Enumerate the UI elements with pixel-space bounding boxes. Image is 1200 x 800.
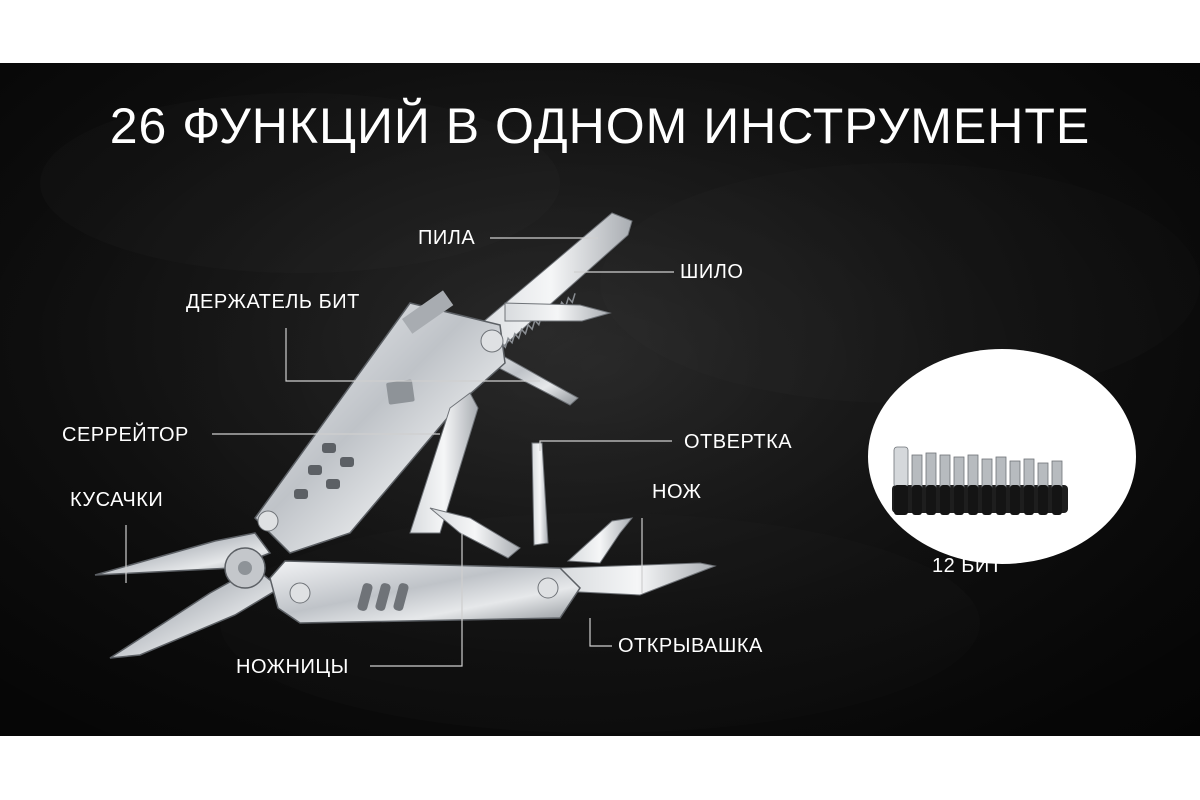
awl-blade xyxy=(504,302,612,322)
pliers-jaws xyxy=(94,532,282,659)
serrated-blade xyxy=(409,392,479,534)
leader-lines xyxy=(125,237,674,667)
label-bit-holder: ДЕРЖАТЕЛЬ БИТ xyxy=(186,291,360,313)
label-saw: ПИЛА xyxy=(418,227,476,249)
screwdriver-blade xyxy=(531,442,549,546)
banner: 26 ФУНКЦИЙ В ОДНОМ ИНСТРУМЕНТЕ xyxy=(0,63,1200,736)
page-title: 26 ФУНКЦИЙ В ОДНОМ ИНСТРУМЕНТЕ xyxy=(109,98,1091,154)
upper-handle xyxy=(254,290,506,554)
multitool-illustration xyxy=(94,212,717,667)
knife-blade xyxy=(559,562,717,596)
label-bits: 12 БИТ xyxy=(932,555,1003,577)
scissors xyxy=(429,507,521,559)
bit-set-image xyxy=(892,446,1068,515)
label-scissors: НОЖНИЦЫ xyxy=(236,656,349,678)
bits xyxy=(893,446,1063,488)
label-awl: ШИЛО xyxy=(680,261,744,283)
label-serrator: СЕРРЕЙТОР xyxy=(62,424,189,446)
label-knife: НОЖ xyxy=(652,481,702,503)
label-pliers: КУСАЧКИ xyxy=(70,489,164,511)
bottle-opener xyxy=(566,517,634,564)
label-screwdriver: ОТВЕРТКА xyxy=(684,431,793,453)
lower-handle xyxy=(269,560,581,624)
label-opener: ОТКРЫВАШКА xyxy=(618,635,763,657)
